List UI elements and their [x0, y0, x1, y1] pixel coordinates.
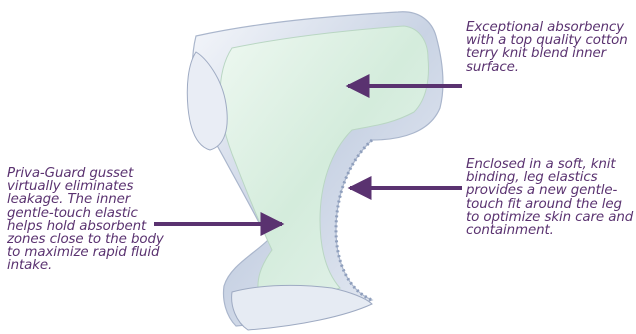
absorbency-callout: Exceptional absorbency with a top qualit…: [466, 21, 636, 74]
gusset-callout: Priva-Guard gusset virtually eliminates …: [7, 167, 167, 273]
leg-elastics-callout: Enclosed in a soft, knit binding, leg el…: [466, 158, 636, 237]
